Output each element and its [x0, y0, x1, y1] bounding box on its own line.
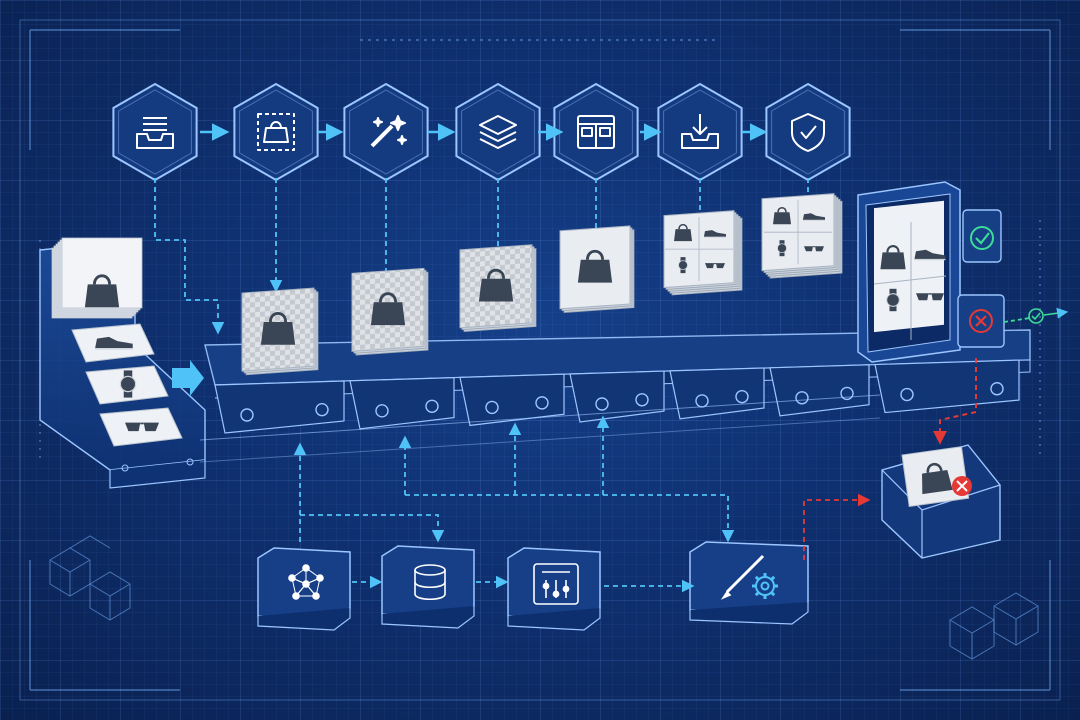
pipeline-step [553, 82, 639, 182]
database-icon [414, 564, 446, 601]
bin-shelf [99, 407, 183, 447]
watch-icon [119, 370, 137, 398]
watch-icon [678, 257, 688, 274]
bin-shelf [71, 323, 155, 363]
conveyor-segment [769, 364, 870, 417]
support-modules [257, 541, 809, 631]
conveyor-segment [349, 376, 455, 430]
frame-border [19, 19, 1061, 701]
pipeline-steps [112, 82, 851, 182]
handbag-icon [478, 268, 514, 302]
module-connectors [352, 493, 871, 593]
layers-icon [479, 115, 517, 149]
sunglasses-icon [125, 422, 159, 432]
download-tray-icon [681, 114, 719, 149]
review-monitor [857, 181, 961, 363]
support-module [257, 547, 351, 631]
layout-grid-icon [577, 115, 615, 149]
conveyor-segment [569, 370, 665, 423]
magic-wand-icon [370, 115, 407, 148]
wireframe-cubes-left [49, 535, 131, 621]
handbag-icon [260, 312, 296, 345]
reject-path [933, 358, 977, 445]
handbag-icon [922, 462, 953, 495]
sneaker-icon [704, 230, 726, 238]
bin-shelf [85, 365, 169, 405]
conveyor-belt [199, 329, 1031, 463]
conveyor-card [351, 267, 429, 356]
conveyor-card [241, 287, 319, 376]
handbag-icon [370, 292, 406, 326]
gear-icon [752, 573, 778, 599]
handbag-icon [84, 274, 120, 308]
pipeline-step [765, 82, 851, 182]
conveyor-card [559, 225, 635, 313]
pipeline-step [343, 82, 429, 182]
pipeline-step [455, 82, 541, 182]
conveyor-card [663, 210, 743, 296]
accept-indicator [962, 209, 1002, 263]
input-arrow [172, 360, 204, 396]
shield-check-icon [791, 113, 825, 152]
sneaker-icon [95, 336, 133, 350]
conveyor-card [459, 244, 537, 332]
reject-indicator [957, 294, 1005, 348]
inbox-stack-icon [136, 117, 174, 149]
pipeline-step [657, 82, 743, 182]
conveyor-items [241, 193, 843, 376]
conveyor-card [761, 193, 843, 279]
watch-icon [777, 240, 787, 257]
sunglasses-icon [916, 293, 944, 301]
input-bin [39, 237, 206, 489]
settings-sliders-icon [533, 563, 579, 605]
output-accept-arrow [1003, 307, 1069, 324]
network-graph-icon [288, 564, 324, 600]
brush-gear-icon [720, 554, 778, 600]
x-icon [975, 315, 987, 327]
bag-crop-icon [257, 113, 295, 151]
wireframe-cubes-right [949, 592, 1039, 660]
sunglasses-icon [804, 246, 824, 252]
support-module [689, 541, 809, 625]
handbag-icon [577, 249, 613, 283]
conveyor-segment [459, 373, 565, 427]
watch-icon [886, 288, 900, 312]
reject-bin [881, 444, 1001, 559]
feedback-lines [293, 415, 735, 543]
support-module [507, 547, 601, 631]
support-module [381, 545, 475, 629]
sneaker-icon [803, 213, 825, 221]
handbag-icon [674, 223, 692, 242]
conveyor-segment [214, 380, 345, 434]
handbag-icon [773, 206, 791, 225]
conveyor-segment [874, 359, 1020, 414]
handbag-icon [880, 245, 906, 270]
sneaker-icon [914, 249, 946, 261]
pipeline-step [233, 82, 319, 182]
check-icon [975, 232, 990, 245]
conveyor-segment [669, 367, 765, 420]
pipeline-step [112, 82, 198, 182]
x-icon [956, 480, 968, 492]
check-icon [1031, 312, 1041, 321]
sunglasses-icon [705, 263, 725, 269]
